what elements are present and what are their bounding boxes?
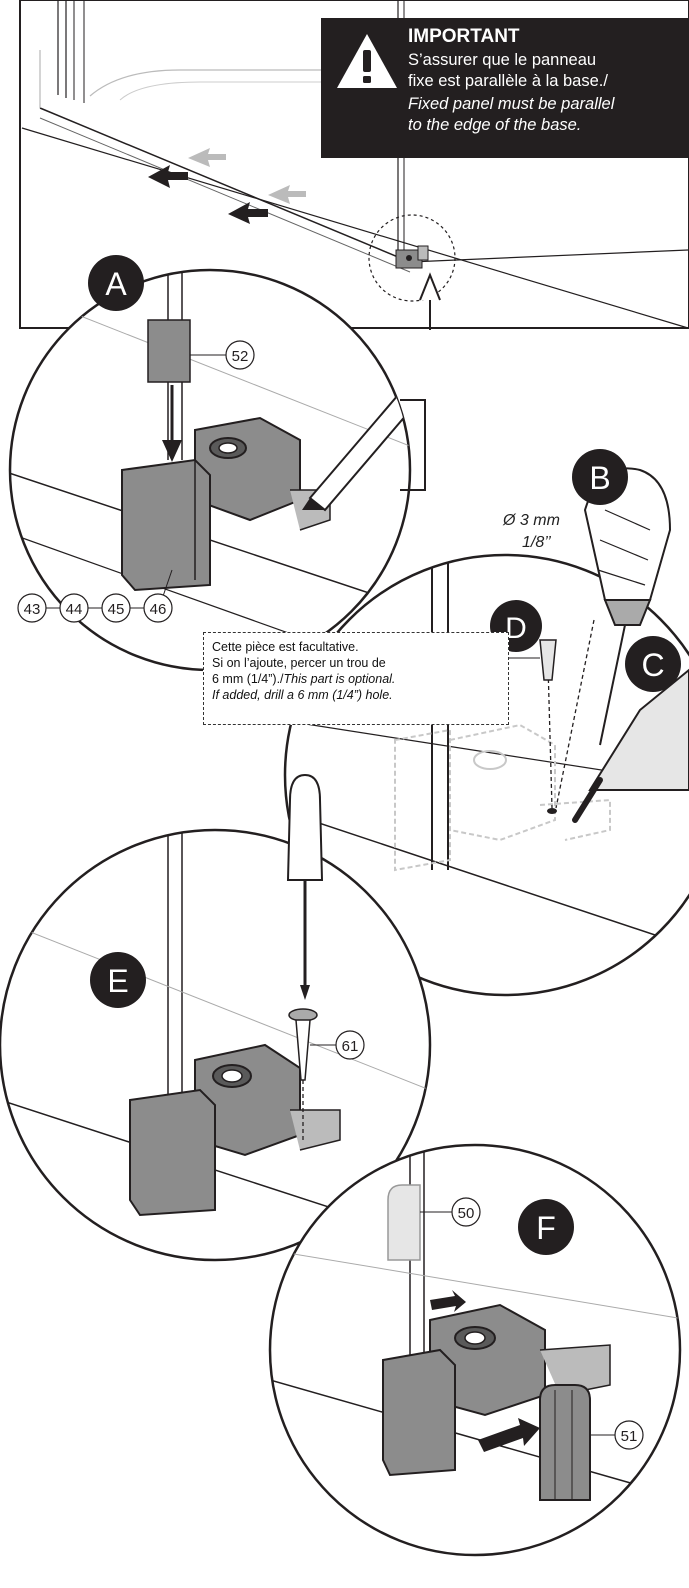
svg-text:43: 43 — [24, 601, 41, 618]
svg-text:51: 51 — [621, 1428, 638, 1445]
svg-text:61: 61 — [342, 1038, 359, 1055]
step-b-badge: B — [572, 449, 628, 505]
important-notice: IMPORTANT S’assurer que le panneau fixe … — [321, 18, 689, 158]
callout-part-51: 51 — [590, 1420, 644, 1450]
note-en-line2: If added, drill a 6 mm (1/4”) hole. — [212, 688, 393, 702]
optional-part-note: Cette pièce est facultative. Si on l’ajo… — [203, 632, 509, 725]
note-fr-line2: Si on l’ajoute, percer un trou de — [212, 656, 386, 670]
svg-text:52: 52 — [232, 348, 249, 365]
callout-part-61: 61 — [310, 1030, 365, 1060]
drill-size-metric: Ø 3 mm — [503, 512, 560, 529]
step-f-badge: F — [518, 1199, 574, 1255]
step-d-letter: D — [505, 612, 527, 645]
drill-size-imperial: 1/8’’ — [522, 534, 551, 551]
step-e-letter: E — [107, 963, 128, 999]
step-e-badge: E — [90, 952, 146, 1008]
svg-text:44: 44 — [66, 601, 83, 618]
note-fr-line1: Cette pièce est facultative. — [212, 640, 359, 654]
note-en-line1: This part is optional. — [283, 672, 396, 686]
step-c-badge: C — [625, 636, 681, 692]
step-a-detail — [8, 268, 426, 672]
svg-text:46: 46 — [150, 601, 167, 618]
step-b-letter: B — [589, 460, 610, 496]
step-a-letter: A — [105, 266, 127, 302]
step-a-badge: A — [88, 255, 144, 311]
note-fr-line3: 6 mm (1/4”)./ — [212, 672, 284, 686]
important-en-line1: Fixed panel must be parallel — [408, 95, 615, 113]
step-c-letter: C — [641, 647, 664, 683]
step-e-detail — [0, 773, 432, 1262]
callout-part-50: 50 — [420, 1197, 481, 1227]
important-title: IMPORTANT — [408, 26, 520, 47]
svg-text:45: 45 — [108, 601, 125, 618]
note-line3: 6 mm (1/4”)./This part is optional. — [212, 671, 500, 687]
callout-part-52: 52 — [190, 340, 255, 370]
svg-text:50: 50 — [458, 1205, 475, 1222]
important-en-line2: to the edge of the base. — [408, 116, 582, 134]
callout-parts-43-46: 43 44 45 46 — [17, 569, 173, 623]
important-fr-line1: S’assurer que le panneau — [408, 51, 597, 69]
important-fr-line2: fixe est parallèle à la base./ — [408, 72, 608, 90]
warning-icon — [337, 34, 397, 88]
step-f-detail — [268, 1143, 682, 1557]
step-f-letter: F — [536, 1210, 556, 1246]
